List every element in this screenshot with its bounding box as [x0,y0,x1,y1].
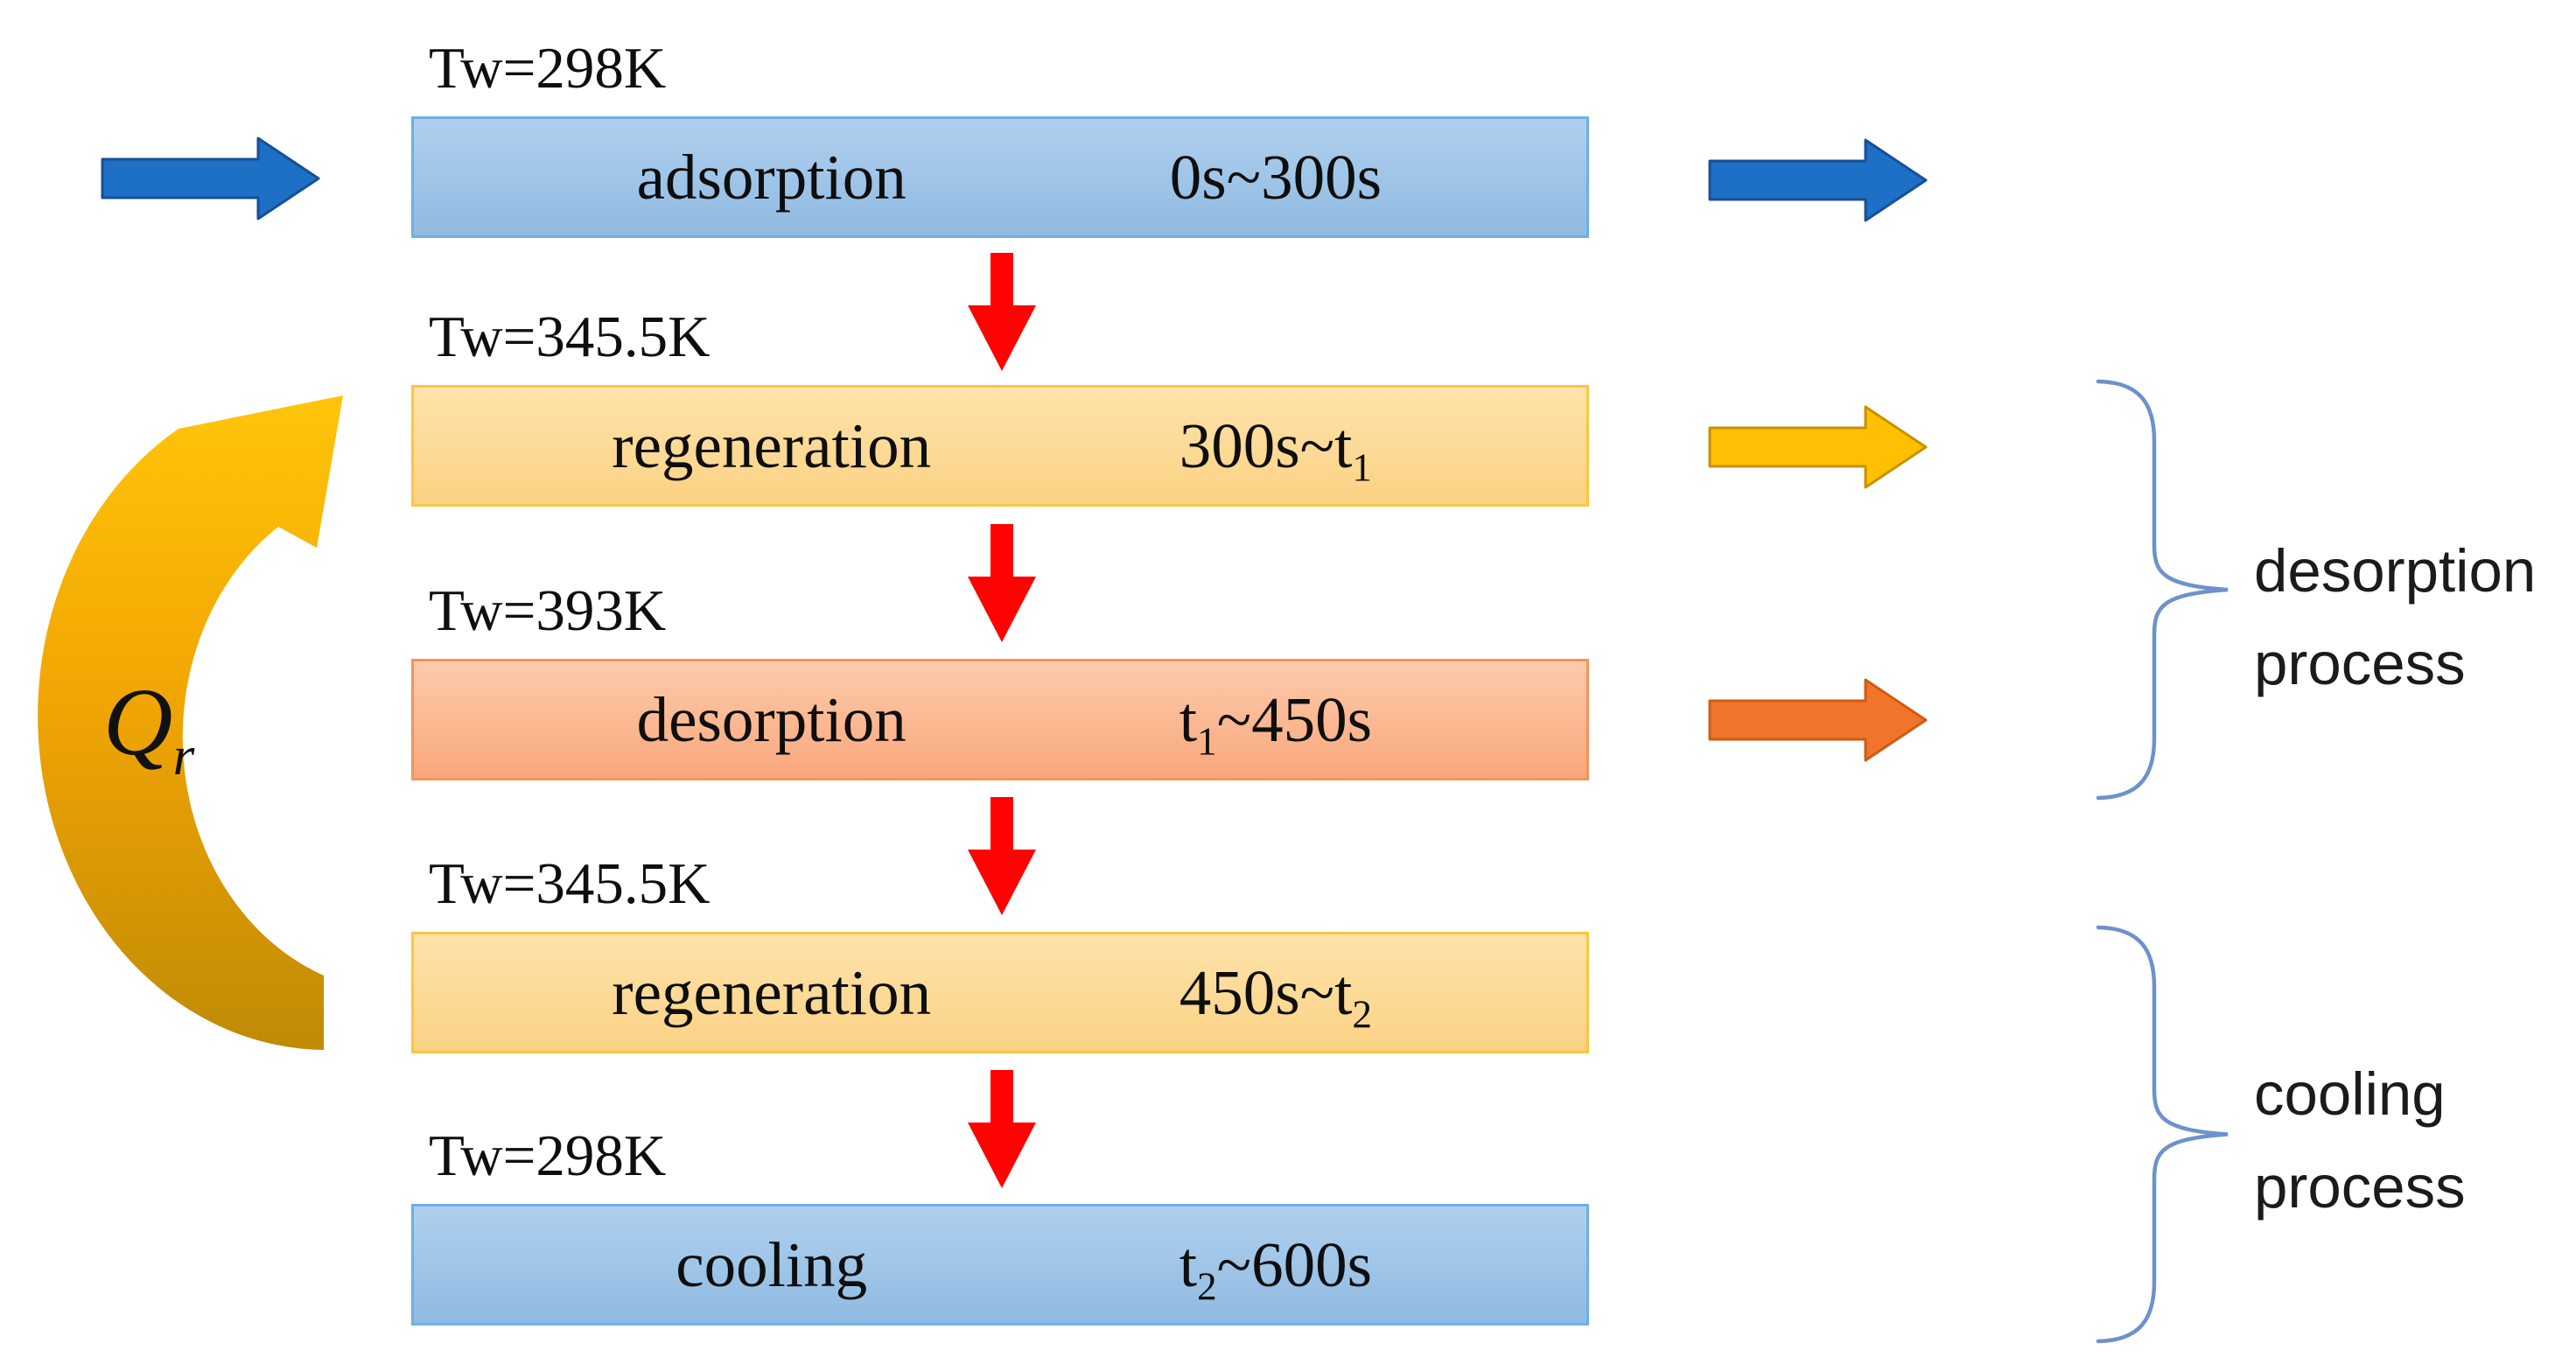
tw-label: Tw=345.5K [429,851,710,916]
stage-bar: desorption t1~450s [411,659,1589,780]
stage-time: 0s~300s [965,141,1586,214]
cooling-process-line1: cooling [2254,1060,2446,1128]
qr-label: Qr [103,667,194,783]
stage-time-subscript: 2 [1197,1264,1217,1309]
cooling-process-label: cooling process [2254,1048,2576,1234]
regeneration-outlet-arrow-icon [1708,405,1928,489]
stage-time: 450s~t2 [965,956,1586,1034]
step-down-arrow-icon [968,253,1036,371]
stage-time-text: ~450s [1216,683,1373,755]
tw-label: Tw=298K [429,1123,667,1188]
stage-time-subscript: 1 [1352,445,1373,490]
desorption-brace [2096,379,2229,801]
stage-time-subscript: 2 [1352,992,1373,1037]
qr-subscript: r [172,724,195,787]
stage-bar: regeneration 450s~t2 [411,932,1589,1053]
step-down-arrow-icon [968,1070,1036,1188]
cooling-brace [2096,925,2229,1344]
desorption-outlet-arrow-icon [1708,678,1928,762]
desorption-process-line2: process [2254,630,2466,697]
stage-bar: adsorption 0s~300s [411,116,1589,238]
qr-symbol: Q [103,668,173,775]
stage-time-text: ~600s [1216,1228,1373,1300]
stage-name: regeneration [612,956,932,1028]
inlet-flow-arrow-icon [101,136,320,220]
stage-time: t2~600s [965,1228,1586,1306]
step-down-arrow-icon [968,797,1036,915]
stage-time-text: 450s~t [1179,956,1353,1028]
stage-name: adsorption [636,141,906,213]
stage-name: cooling [676,1228,868,1300]
step-down-arrow-icon [968,524,1036,642]
cooling-process-line2: process [2254,1153,2466,1221]
stage-time: t1~450s [965,683,1586,761]
adsorption-outlet-arrow-icon [1708,138,1928,222]
stage-time-text: t [1179,683,1198,755]
tw-label: Tw=345.5K [429,304,710,369]
heat-recovery-curved-arrow-icon [38,395,343,1050]
stage-bar: regeneration 300s~t1 [411,385,1589,507]
desorption-process-label: desorption process [2254,525,2576,710]
stage-time: 300s~t1 [965,409,1586,487]
stage-time-text: 0s~300s [1169,141,1382,213]
stage-name: regeneration [612,409,932,481]
stage-bar: cooling t2~600s [411,1204,1589,1326]
stage-time-subscript: 1 [1197,719,1217,764]
stage-name: desorption [636,683,906,755]
stage-time-text: 300s~t [1179,409,1353,481]
stage-time-text: t [1179,1228,1198,1300]
tw-label: Tw=393K [429,578,667,643]
tw-label: Tw=298K [429,36,667,101]
desorption-process-line1: desorption [2254,537,2537,605]
